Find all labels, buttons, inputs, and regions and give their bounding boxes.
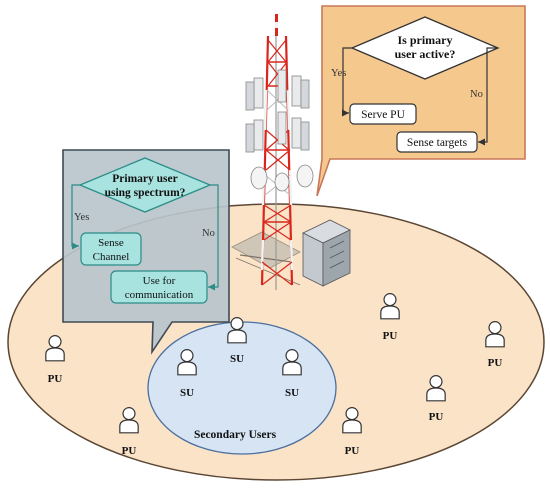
pu-label: PU <box>122 445 137 457</box>
su-label: SU <box>180 387 194 399</box>
secondary-user-1: SU <box>227 317 247 365</box>
primary-user-5: PU <box>380 293 400 342</box>
sense-channel-box <box>80 232 142 266</box>
antenna-array-icon <box>245 69 314 192</box>
primary-decision-text-line2: user active? <box>395 47 456 61</box>
primary-user-4: PU <box>426 375 446 423</box>
sense-channel-text-line2: Channel <box>93 251 130 263</box>
pu-label: PU <box>429 411 444 423</box>
sense-channel-text-line1: Sense <box>98 237 124 249</box>
use-for-communication-text-line2: communication <box>125 289 194 301</box>
primary-yes-label: Yes <box>331 68 346 79</box>
primary-no-arrow <box>478 47 498 146</box>
secondary-yes-arrow <box>71 184 80 250</box>
primary-no-label: No <box>470 89 483 100</box>
pu-label: PU <box>345 445 360 457</box>
secondary-user-2: SU <box>177 349 197 399</box>
cell-tower-icon <box>260 14 294 290</box>
secondary-decision-text-line1: Primary user <box>112 173 177 185</box>
primary-user-6: PU <box>485 321 505 369</box>
su-label: SU <box>230 353 244 365</box>
sense-targets-text: Sense targets <box>407 137 468 149</box>
pu-label: PU <box>488 357 503 369</box>
secondary-decision-diamond <box>78 157 212 213</box>
pu-label: PU <box>383 330 398 342</box>
use-for-communication-text-line1: Use for <box>143 275 176 287</box>
primary-user-1: PU <box>45 335 65 385</box>
primary-decision-diamond <box>350 16 500 80</box>
primary-yes-arrow <box>341 47 352 117</box>
serve-pu-text: Serve PU <box>361 109 405 121</box>
secondary-decision-text-line2: using spectrum? <box>105 187 186 199</box>
primary-user-3: PU <box>342 407 362 457</box>
secondary-user-3: SU <box>282 349 302 399</box>
serve-pu-box <box>349 103 417 125</box>
secondary-yes-label: Yes <box>74 212 89 223</box>
secondary-no-label: No <box>202 228 215 239</box>
primary-decision-text-line1: Is primary <box>398 33 453 47</box>
tower-base <box>231 231 301 286</box>
su-label: SU <box>285 387 299 399</box>
secondary-no-arrow <box>208 184 219 291</box>
primary-user-2: PU <box>119 407 139 457</box>
equipment-cabinet-icon <box>302 219 351 287</box>
sense-targets-box <box>396 131 478 153</box>
use-for-communication-box <box>110 270 208 304</box>
pu-label: PU <box>48 373 63 385</box>
secondary-users-label: Secondary Users <box>194 429 277 441</box>
